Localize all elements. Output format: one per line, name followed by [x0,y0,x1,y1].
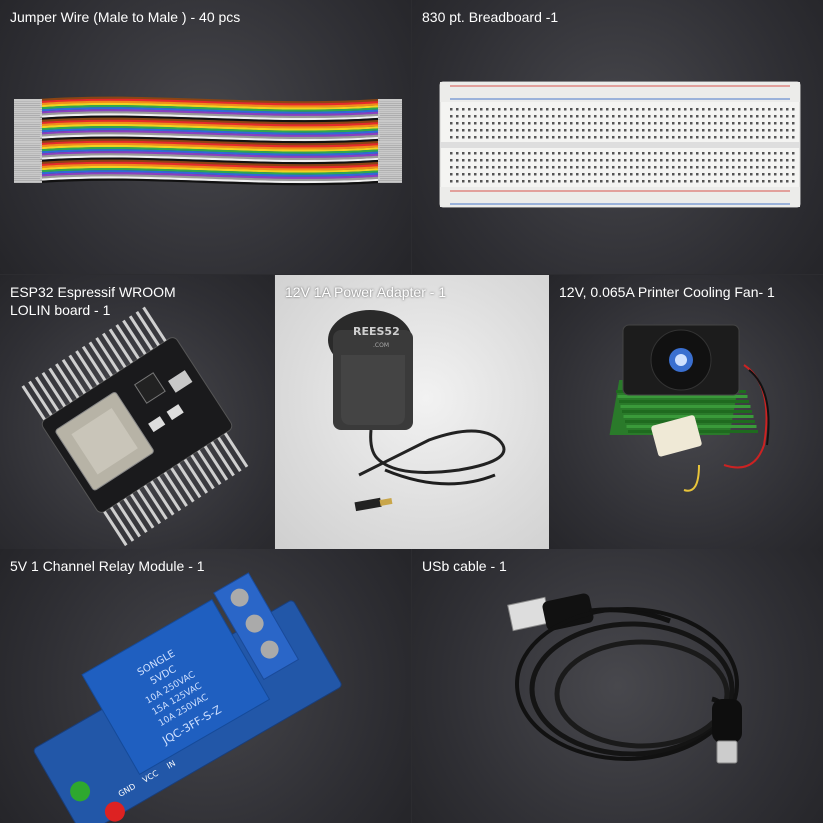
breadboard-image [439,81,801,208]
relay-pin-in: IN [165,759,177,771]
cooling-fan-image [609,324,770,492]
esp32-board-image [21,306,249,547]
tile-relay-module: 5V 1 Channel Relay Module - 1 SONGLE 5VD… [0,549,411,823]
tile-jumper-wire: Jumper Wire (Male to Male ) - 40 pcs [0,0,411,274]
caption-cooling-fan: 12V, 0.065A Printer Cooling Fan- 1 [559,284,775,300]
adapter-brand-sub: .COM [373,342,389,349]
caption-jumper-wire: Jumper Wire (Male to Male ) - 40 pcs [10,9,241,25]
tile-power-adapter: 12V 1A Power Adapter - 1 REES52 .COM [275,275,549,549]
tile-esp32: ESP32 Espressif WROOM LOLIN board - 1 [0,275,274,549]
caption-usb-cable: USb cable - 1 [422,558,507,574]
caption-esp32: ESP32 Espressif WROOM LOLIN board - 1 [10,284,176,318]
tile-breadboard: 830 pt. Breadboard -1 [412,0,823,274]
jumper-wire-image [14,96,402,186]
tile-cooling-fan: 12V, 0.065A Printer Cooling Fan- 1 [549,275,823,549]
usb-cable-image [507,593,742,764]
power-adapter-image: REES52 .COM [328,310,506,512]
tile-usb-cable: USb cable - 1 [412,549,823,823]
caption-breadboard: 830 pt. Breadboard -1 [422,9,559,25]
caption-power-adapter: 12V 1A Power Adapter - 1 [285,284,447,300]
relay-module-image: SONGLE 5VDC 10A 250VAC 15A 125VAC 10A 25… [33,572,342,823]
caption-relay-module: 5V 1 Channel Relay Module - 1 [10,558,205,574]
adapter-brand: REES52 [353,325,400,338]
